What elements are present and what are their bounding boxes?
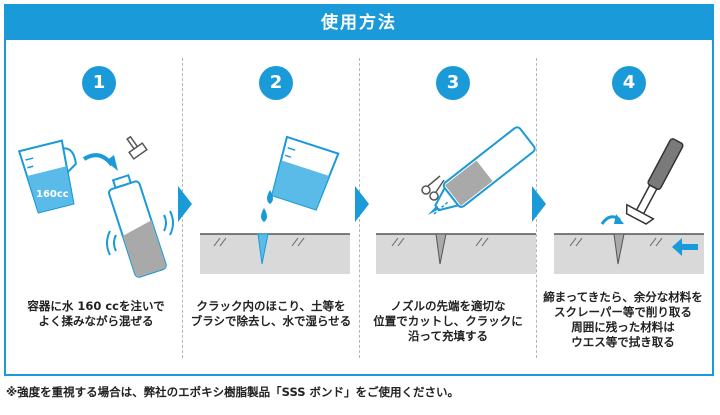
step-arrow-icon <box>178 186 192 222</box>
ground-surface <box>200 234 350 274</box>
step-2-illustration <box>200 135 350 274</box>
measuring-cup-icon <box>270 135 340 211</box>
scraper-icon <box>625 138 684 225</box>
bottle-cap-icon <box>126 135 148 160</box>
step-4-illustration <box>554 138 704 274</box>
scissors-icon <box>421 175 445 201</box>
step-arrow-icon <box>355 186 369 222</box>
direction-arrow-icon <box>672 238 698 256</box>
step-3-description: ノズルの先端を適切な 位置でカットし、クラックに 沿って充填する <box>373 299 523 343</box>
step-arrow-icon <box>532 186 546 222</box>
bottle-icon <box>107 174 167 278</box>
filled-crack-icon <box>613 233 625 265</box>
step-1-description: 容器に水 160 ccを注いで よく揉みながら混ぜる <box>27 299 165 328</box>
usage-panel: 使用方法 1 2 3 4 160cc <box>4 4 714 376</box>
bottle-nozzle-icon <box>427 126 536 216</box>
footnote: ※強度を重視する場合は、弊社のエポキシ樹脂製品「SSS ボンド」をご使用ください… <box>6 385 459 399</box>
ground-surface <box>376 234 536 274</box>
shake-mark-icon <box>113 234 117 252</box>
ground-surface <box>554 234 704 274</box>
cup-volume-label: 160cc <box>36 189 69 200</box>
step-4-description: 締まってきたら、余分な材料を スクレーパー等で削り取る 周囲に残った材料は ウエ… <box>543 290 703 349</box>
step-1-illustration: 160cc <box>17 135 174 278</box>
water-drop-icon <box>261 208 267 222</box>
step-number-1: 1 <box>82 66 116 100</box>
crack-icon <box>257 233 269 265</box>
step-number-2: 2 <box>259 66 293 100</box>
step-number-3: 3 <box>436 66 470 100</box>
step-3-illustration <box>376 126 536 274</box>
panel-title: 使用方法 <box>6 6 712 40</box>
water-drop-icon <box>267 190 273 204</box>
filled-crack-icon <box>435 233 447 265</box>
step-number-4: 4 <box>612 66 646 100</box>
step-2-description: クラック内のほこり、土等を ブラシで除去し、水で湿らせる <box>190 299 352 328</box>
measuring-cup-icon <box>17 139 77 214</box>
